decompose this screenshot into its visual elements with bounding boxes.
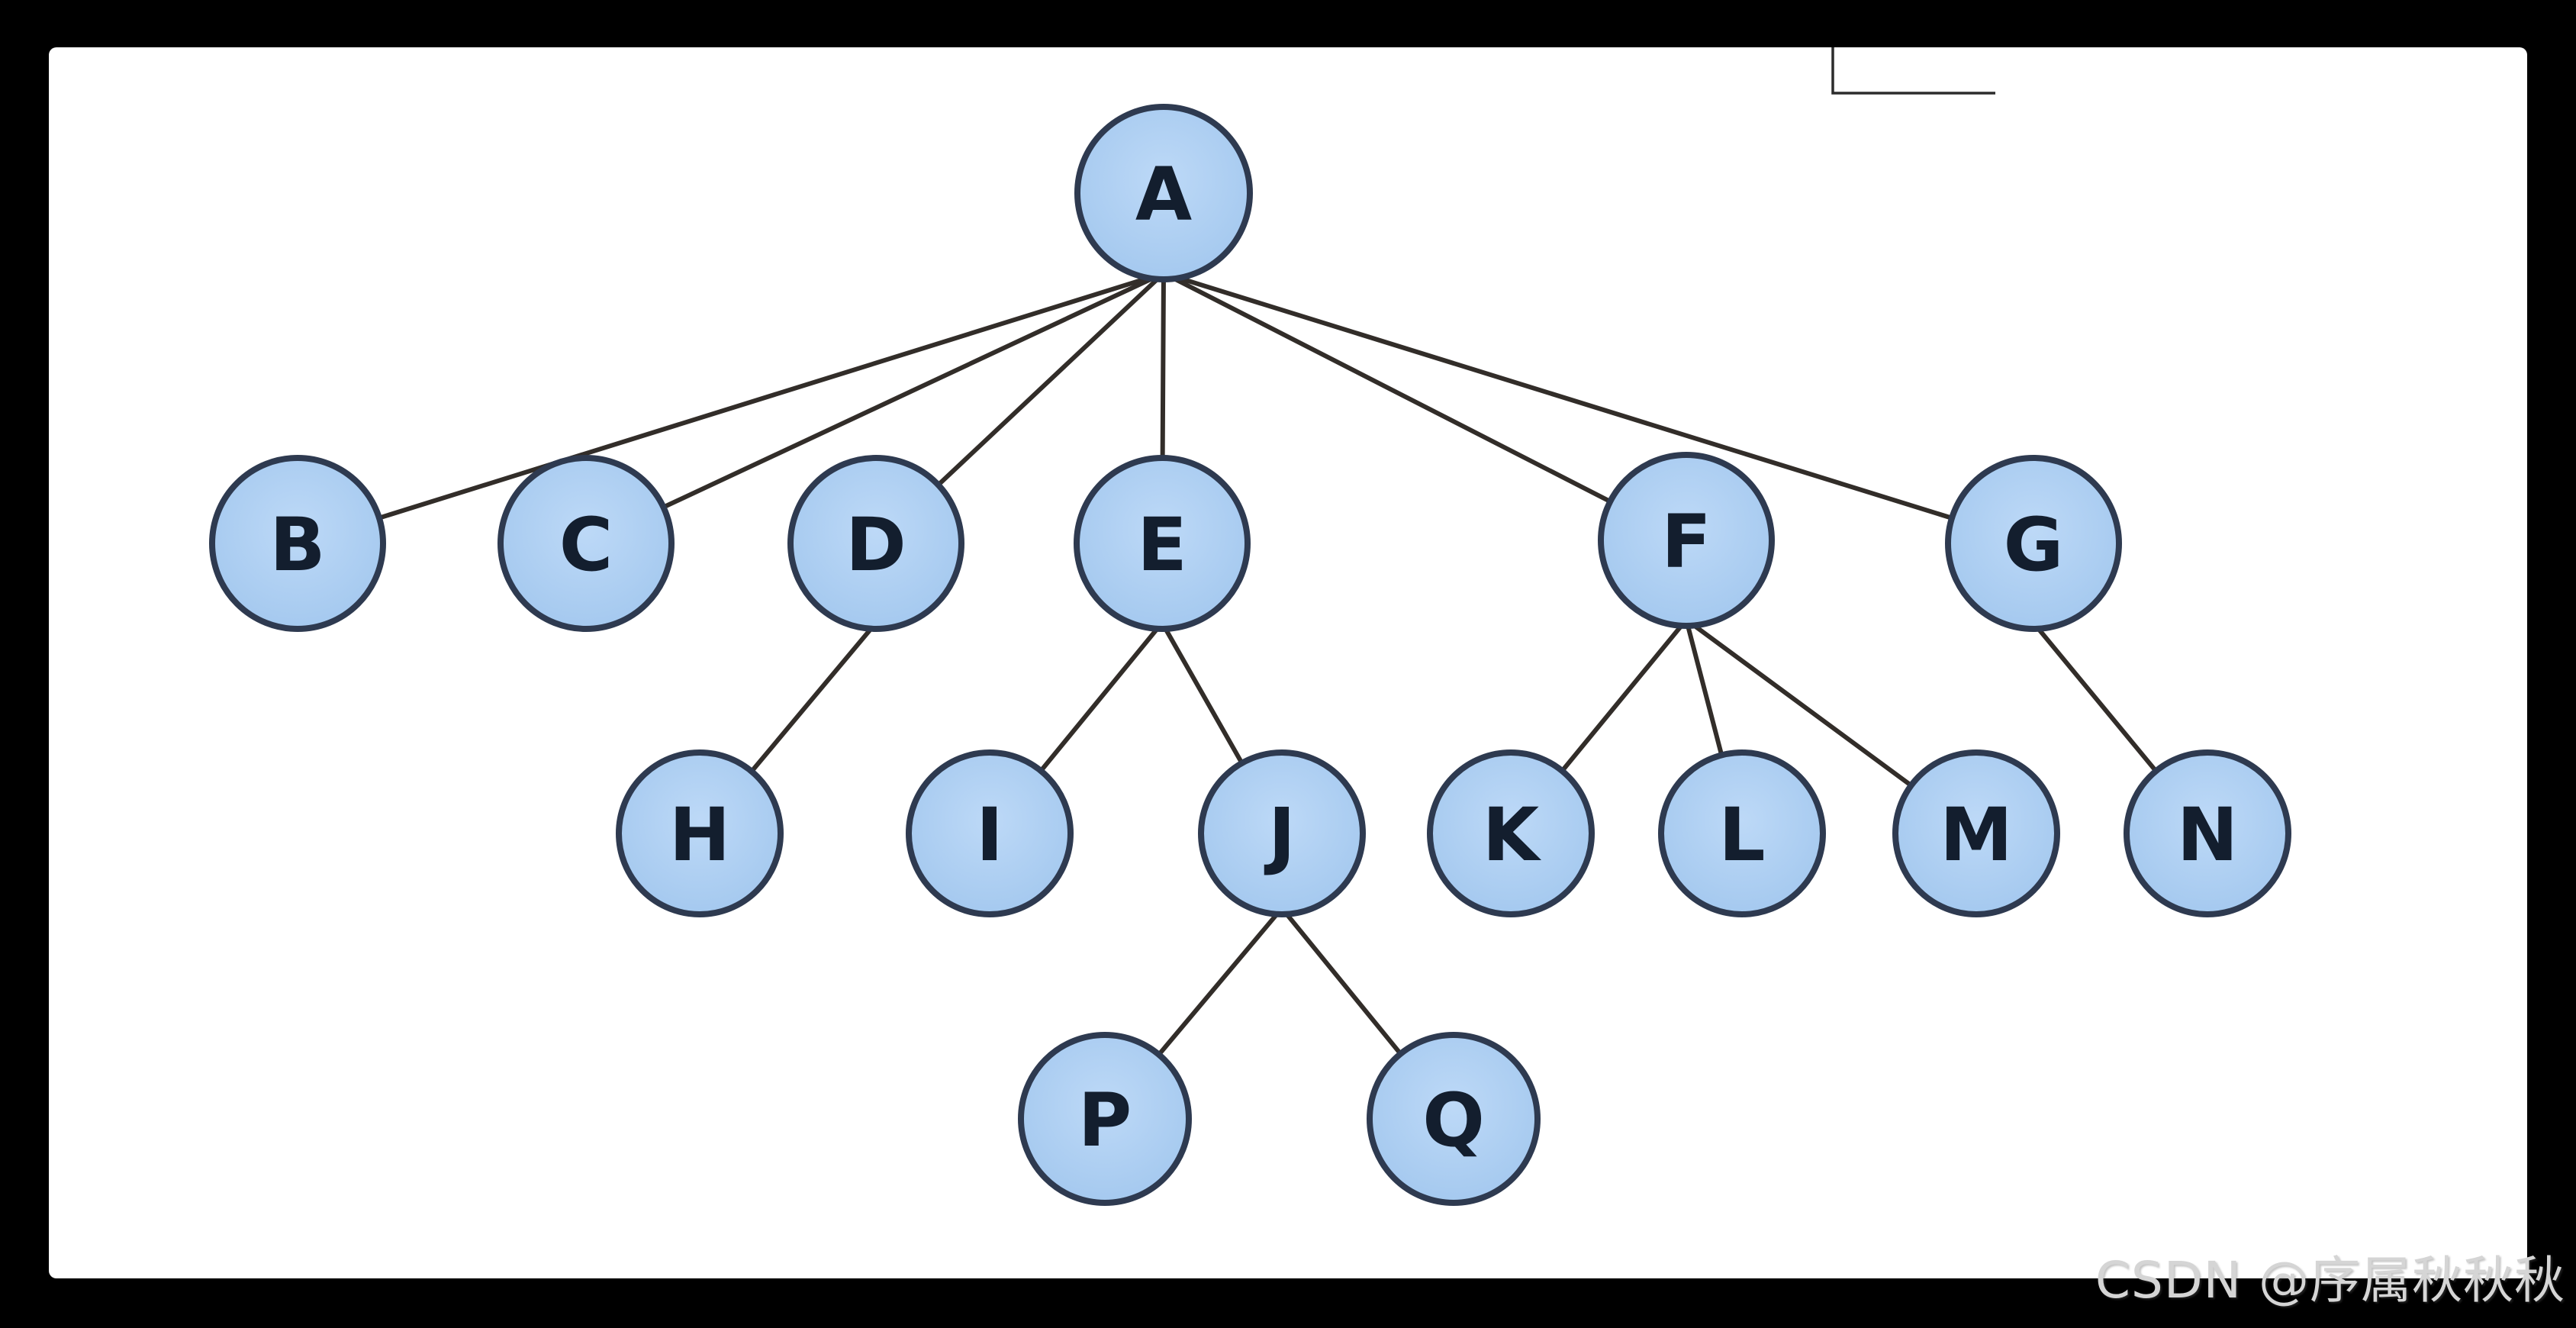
tree-node-label-M: M xyxy=(1940,792,2013,878)
tree-node-label-I: I xyxy=(976,792,1003,878)
tree-edge-A-F xyxy=(1161,271,1689,543)
tree-node-label-B: B xyxy=(269,502,325,588)
tree-node-F xyxy=(1598,452,1775,629)
tree-edge-A-G xyxy=(1161,271,2036,546)
tree-node-label-G: G xyxy=(2004,502,2064,588)
tree-node-label-L: L xyxy=(1718,792,1765,878)
tree-node-E xyxy=(1074,455,1251,632)
tree-node-label-D: D xyxy=(845,502,906,588)
tree-node-I xyxy=(906,749,1074,917)
tree-node-D xyxy=(787,455,964,632)
tree-node-G xyxy=(1945,455,2122,632)
tree-edge-A-C xyxy=(584,271,1166,546)
tree-node-label-H: H xyxy=(669,792,730,878)
tree-node-label-K: K xyxy=(1483,792,1542,878)
tree-node-label-P: P xyxy=(1078,1078,1132,1163)
watermark-text: CSDN @序属秋秋秋 xyxy=(2095,1251,2565,1310)
corner-bracket-mark xyxy=(1831,47,1995,95)
tree-node-label-J: J xyxy=(1264,792,1296,878)
tree-node-N xyxy=(2124,749,2291,917)
tree-node-label-E: E xyxy=(1137,502,1187,588)
tree-node-C xyxy=(497,455,675,632)
diagram-canvas xyxy=(49,47,2527,1278)
tree-node-B xyxy=(209,455,386,632)
tree-node-K xyxy=(1427,749,1595,917)
tree-node-J xyxy=(1198,749,1366,917)
tree-node-label-F: F xyxy=(1661,499,1711,585)
tree-edge-A-B xyxy=(295,271,1166,546)
tree-node-M xyxy=(1892,749,2060,917)
tree-node-label-N: N xyxy=(2177,792,2238,878)
tree-node-label-Q: Q xyxy=(1422,1078,1485,1163)
tree-node-P xyxy=(1018,1032,1192,1206)
tree-node-label-C: C xyxy=(559,502,613,588)
tree-node-Q xyxy=(1367,1032,1541,1206)
tree-node-label-A: A xyxy=(1135,152,1192,237)
tree-node-L xyxy=(1658,749,1826,917)
tree-node-H xyxy=(616,749,784,917)
tree-node-A xyxy=(1074,104,1253,282)
